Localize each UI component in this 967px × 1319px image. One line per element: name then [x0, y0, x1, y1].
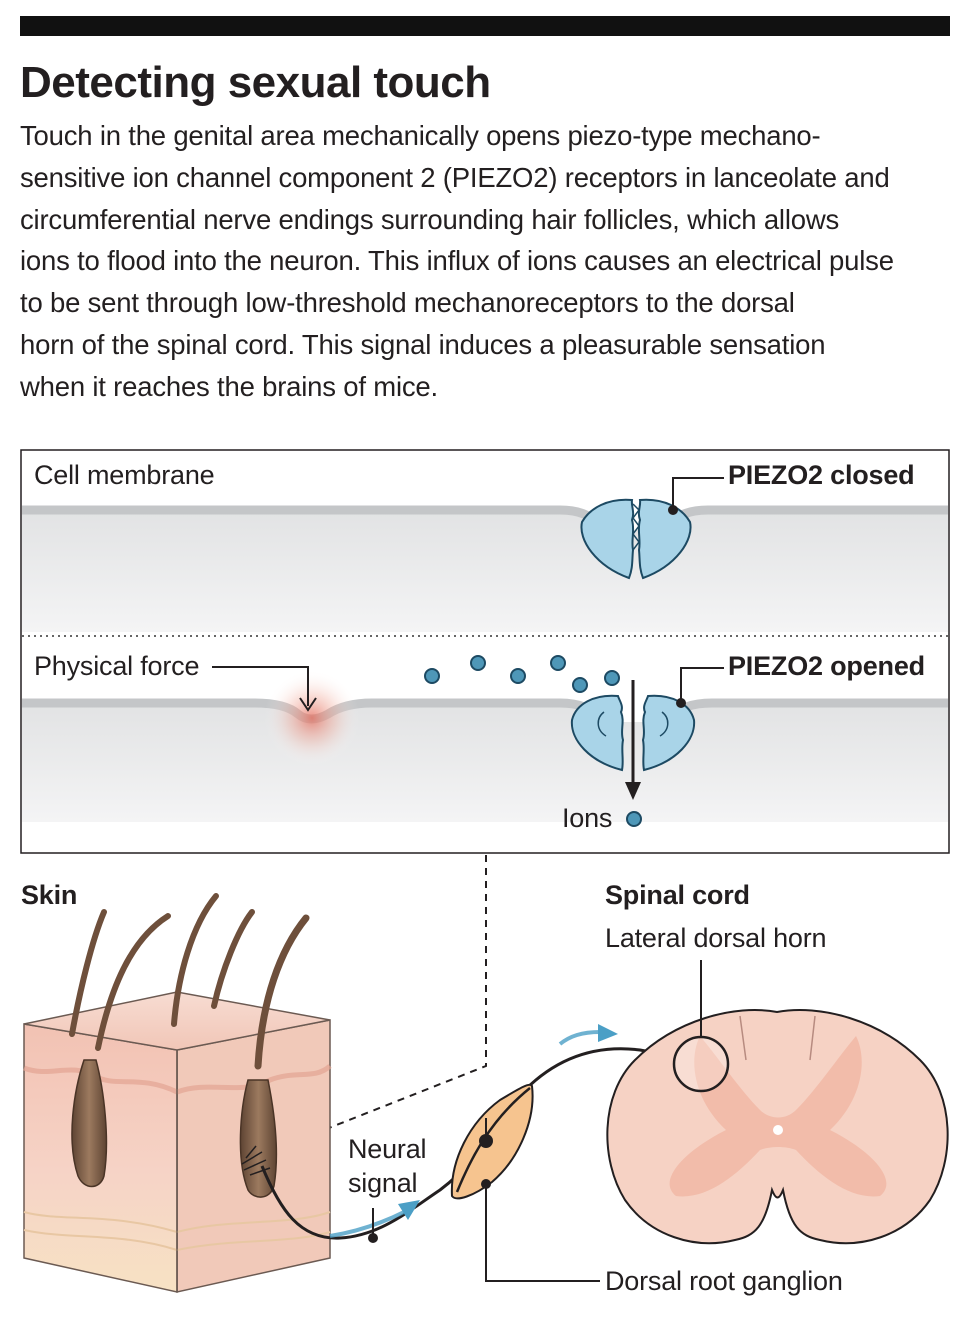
- figure-title: Detecting sexual touch: [20, 58, 491, 107]
- lateral-dorsal-horn-label: Lateral dorsal horn: [605, 923, 827, 953]
- ion-legend-icon: [626, 811, 642, 827]
- hair-follicles: [71, 1059, 278, 1198]
- dorsal-root-ganglion: [450, 1083, 534, 1200]
- neural-signal-label-line2: signal: [348, 1168, 418, 1198]
- membrane-top: [22, 505, 948, 632]
- ganglion-leader: [485, 1184, 600, 1282]
- membrane-bottom: [22, 670, 948, 822]
- skin-block: [23, 991, 332, 1293]
- ion-particles: [424, 655, 620, 693]
- dorsal-root-ganglion-label: Dorsal root ganglion: [605, 1266, 843, 1296]
- spinal-cord-label: Spinal cord: [605, 880, 750, 910]
- cell-membrane-label: Cell membrane: [34, 460, 215, 490]
- piezo2-closed-label: PIEZO2 closed: [728, 460, 915, 490]
- hair-shafts: [69, 893, 310, 1070]
- ions-label: Ions: [562, 803, 613, 833]
- physical-force-label: Physical force: [34, 651, 200, 681]
- spinal-cord-section: [606, 1009, 949, 1245]
- zoom-connector: [267, 855, 487, 1153]
- skin-label: Skin: [21, 880, 78, 910]
- force-glow: [264, 670, 360, 766]
- neural-signal-arrows: [329, 1024, 618, 1238]
- piezo2-opened-label: PIEZO2 opened: [728, 651, 925, 681]
- piezo2-closed-channel: [580, 498, 692, 580]
- membrane-inset: [20, 449, 950, 854]
- piezo2-opened-channel: [570, 694, 696, 772]
- neural-signal-label-line1: Neural: [348, 1134, 427, 1164]
- header-rule: [20, 16, 950, 36]
- figure-description: Touch in the genital area mechanically o…: [20, 120, 894, 402]
